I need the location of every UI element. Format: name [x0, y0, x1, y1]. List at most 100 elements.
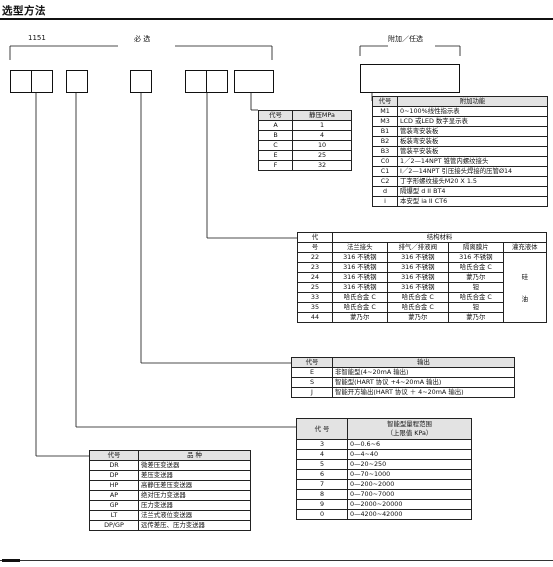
col-header-code-bottom: 号 [297, 242, 333, 253]
col-header-diaphragm: 隔离膜片 [448, 242, 504, 253]
cell-value: 哈氏合金 C [332, 302, 388, 313]
cell-code: A [257, 120, 294, 131]
cell-value: 4 [292, 130, 352, 141]
col-header-function: 附加功能 [397, 96, 548, 107]
cell-code: 8 [296, 489, 348, 500]
col-header-code: 代号 [257, 110, 294, 121]
cell-code: 7 [296, 479, 348, 490]
cell-value: 差压变送器 [138, 470, 251, 481]
cell-value: 哈氏合金 C [386, 302, 450, 313]
cell-value: 蒙乃尔 [448, 272, 504, 283]
cell-value: 316 不锈钢 [332, 252, 388, 263]
cell-code: C0 [372, 156, 398, 167]
cell-code: 22 [297, 252, 333, 263]
cell-code: 6 [296, 469, 348, 480]
cell-value: 316 不锈钢 [386, 252, 450, 263]
cell-value: 0—4200~42000 [347, 509, 472, 520]
page-title: 选型方法 [2, 5, 46, 17]
cell-value: 32 [292, 160, 352, 171]
cell-value: 0—0.6~6 [347, 439, 472, 450]
cell-value: 高静压差压变送器 [138, 480, 251, 491]
table-header-row: 代 结构材料 [297, 232, 547, 243]
cell-value: 316 不锈钢 [386, 272, 450, 283]
range-header-line1: 智能型量程范围 [387, 420, 432, 428]
cell-value: 钽 [448, 302, 504, 313]
cell-code: C [257, 140, 294, 151]
cell-value: 压力变送器 [138, 500, 251, 511]
cell-code: B [257, 130, 294, 141]
cell-value: 绝对压力变送器 [138, 490, 251, 501]
cell-code: B2 [372, 136, 398, 147]
table-header-row: 代号 静压MPa [257, 110, 352, 121]
col-header-range: 智能型量程范围 （上限值 KPa） [347, 418, 472, 440]
cell-code: 24 [297, 272, 333, 283]
cell-code: LT [89, 510, 139, 521]
cell-code: 44 [297, 312, 333, 323]
cell-value: 1 [292, 120, 352, 131]
col-header-code: 代号 [372, 96, 398, 107]
code-box-output [130, 70, 152, 93]
cell-value: 蒙乃尔 [332, 312, 388, 323]
cell-value: LCD 或LED 数字显示表 [397, 116, 548, 127]
cell-value: 哈氏合金 C [448, 262, 504, 273]
cell-value: 远传差压、压力变送器 [138, 520, 251, 531]
cell-value: 0—2000~20000 [347, 499, 472, 510]
cell-value: 本安型 ia II CT6 [397, 196, 548, 207]
code-box-options [360, 64, 460, 93]
cell-value: 0—70~1000 [347, 469, 472, 480]
col-header-code: 代 号 [296, 418, 348, 440]
col-header-code: 代号 [89, 450, 139, 461]
code-box-material-1 [185, 70, 207, 93]
cell-value: 板装弯安装板 [397, 136, 548, 147]
cell-value: 25 [292, 150, 352, 161]
code-box-product [10, 70, 32, 93]
cell-code: DP/GP [89, 520, 139, 531]
cell-value: 蒙乃尔 [386, 312, 450, 323]
cell-code: J [291, 387, 333, 398]
cell-value: 0—20~250 [347, 459, 472, 470]
cell-value: 钽 [448, 282, 504, 293]
code-box-static-pressure [234, 70, 274, 93]
col-header-flange: 法兰接头 [332, 242, 388, 253]
fill-liquid-char-1: 硅 [521, 272, 528, 281]
col-header-code: 代号 [291, 357, 333, 368]
cell-value: 智能型(HART 协议 +4~20mA 输出) [332, 377, 515, 388]
cell-code: 3 [296, 439, 348, 450]
cell-code: GP [89, 500, 139, 511]
title-underline [0, 18, 553, 20]
cell-code: DP [89, 470, 139, 481]
cell-value: 316 不锈钢 [448, 252, 504, 263]
table-header-row: 号 法兰接头 排气／排液阀 隔离膜片 灌充液体 [297, 242, 548, 253]
